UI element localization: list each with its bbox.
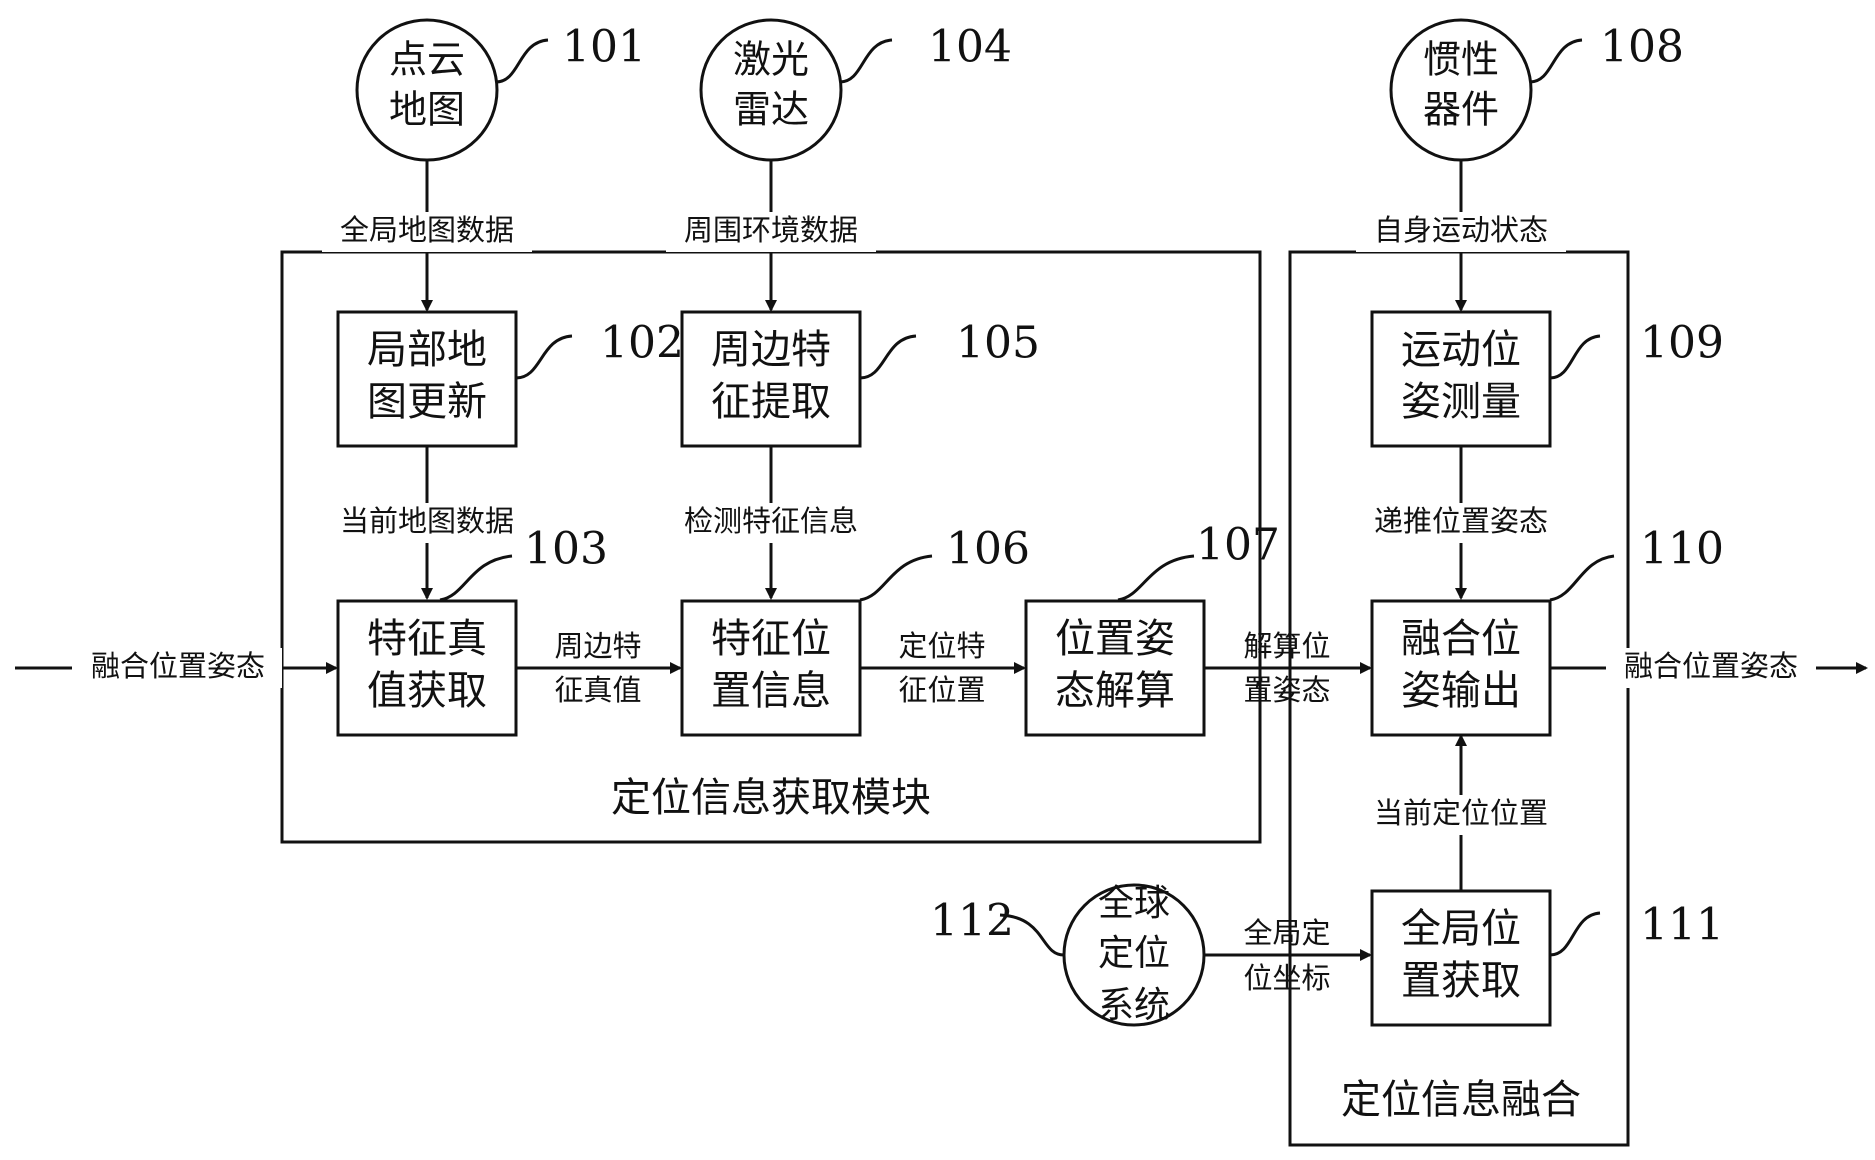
leader-105 [859,334,917,380]
box-feature-extract-line1: 周边特 [711,327,831,373]
circle-point-cloud-map: 点云 地图 [355,18,499,162]
box-local-map-update-line1: 局部地 [367,327,487,373]
circle-gnss-line2: 定位 [1098,933,1170,974]
module-title-fusion: 定位信息融合 [1341,1077,1581,1123]
circle-lidar: 激光 雷达 [699,18,843,162]
box-feature-truth-line2: 值获取 [367,668,487,714]
label-feature-truth-value-1: 周边特 [554,629,641,663]
leader-108 [1529,38,1583,84]
label-current-location: 当前定位位置 [1374,796,1548,830]
ref-107: 107 [1196,520,1280,571]
circle-lidar-line2: 雷达 [733,88,809,132]
box-fused-output-line2: 姿输出 [1401,668,1521,714]
box-pose-solve-line1: 位置姿 [1055,616,1175,662]
label-global-map-data: 全局地图数据 [340,213,514,247]
box-global-position-line2: 置获取 [1401,958,1521,1004]
circle-gnss-line3: 系统 [1098,985,1170,1026]
module-title-acquisition: 定位信息获取模块 [611,775,931,821]
label-solved-pose-1: 解算位 [1243,629,1330,663]
ref-106: 106 [946,524,1030,575]
label-current-map-data: 当前地图数据 [340,504,514,538]
ref-101: 101 [562,22,646,73]
label-feature-truth-value-2: 征真值 [554,673,641,707]
label-global-coords-2: 位坐标 [1243,961,1330,995]
leader-101 [495,38,549,84]
box-feature-position-line1: 特征位 [711,616,831,662]
box-feature-position-line2: 置信息 [711,668,831,714]
box-pose-solve-line2: 态解算 [1055,668,1175,714]
ref-108: 108 [1600,22,1684,73]
box-fused-output-line1: 融合位 [1401,616,1521,662]
label-global-coords-1: 全局定 [1243,916,1330,950]
label-surrounding-env-data: 周围环境数据 [684,213,858,247]
ref-110: 110 [1640,524,1724,575]
box-local-map-update-line2: 图更新 [367,379,487,425]
box-feature-truth-line1: 特征真 [367,616,487,662]
box-feature-extract: 周边特 征提取 [680,310,862,448]
ref-111: 111 [1640,900,1724,951]
leader-110 [1549,554,1615,602]
leader-107 [1117,554,1195,602]
circle-lidar-line1: 激光 [733,38,809,82]
label-dead-reckoning-pose: 递推位置姿态 [1374,504,1548,538]
label-positioning-feature-pos-2: 征位置 [898,673,985,707]
circle-gnss-line1: 全球 [1098,883,1170,924]
circle-inertial-device-line2: 器件 [1423,88,1499,132]
ref-109: 109 [1640,318,1724,369]
circle-inertial-device: 惯性 器件 [1389,18,1533,162]
leader-102 [515,334,573,380]
circle-inertial-device-line1: 惯性 [1423,38,1499,82]
box-fused-output: 融合位 姿输出 [1370,599,1552,737]
ref-105: 105 [956,318,1040,369]
ref-103: 103 [524,524,608,575]
ref-104: 104 [928,22,1012,73]
circle-point-cloud-map-line1: 点云 [389,38,465,82]
leader-111 [1549,911,1601,957]
label-positioning-feature-pos-1: 定位特 [898,629,985,663]
label-self-motion-state: 自身运动状态 [1374,213,1548,247]
label-fused-pose-in: 融合位置姿态 [91,649,265,683]
box-feature-extract-line2: 征提取 [711,379,831,425]
box-feature-truth: 特征真 值获取 [336,599,518,737]
label-detected-feature-info: 检测特征信息 [684,504,858,538]
box-global-position-line1: 全局位 [1401,906,1521,952]
box-motion-pose-line1: 运动位 [1401,327,1521,373]
leader-106 [859,554,933,602]
ref-102: 102 [600,318,684,369]
box-motion-pose-line2: 姿测量 [1401,379,1521,425]
circle-gnss: 全球 定位 系统 [1062,883,1206,1027]
box-global-position: 全局位 置获取 [1370,889,1552,1027]
label-fused-pose-out: 融合位置姿态 [1624,649,1798,683]
leader-104 [839,38,893,84]
leader-103 [439,554,513,602]
label-solved-pose-2: 置姿态 [1243,673,1330,707]
ref-112: 112 [930,896,1014,947]
circle-point-cloud-map-line2: 地图 [389,88,465,132]
box-pose-solve: 位置姿 态解算 [1024,599,1206,737]
box-motion-pose: 运动位 姿测量 [1370,310,1552,448]
box-local-map-update: 局部地 图更新 [336,310,518,448]
leader-109 [1549,334,1601,380]
box-feature-position: 特征位 置信息 [680,599,862,737]
leader-112 [999,913,1065,957]
